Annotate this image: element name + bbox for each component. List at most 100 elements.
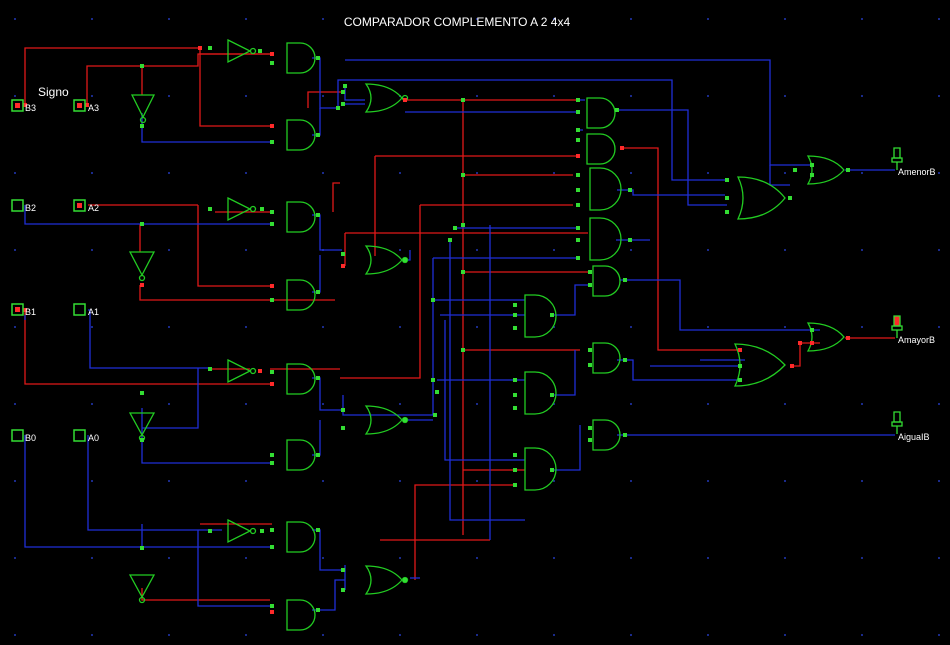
pin-marker <box>343 84 347 88</box>
grid-dot <box>553 557 555 559</box>
pin-marker <box>576 226 580 230</box>
input-label-a3: A3 <box>88 103 99 113</box>
nor-gate-icon <box>364 83 409 113</box>
nor-gate-icon <box>364 245 409 275</box>
grid-dot <box>91 403 93 405</box>
pin-marker <box>725 196 729 200</box>
pin-marker <box>270 140 274 144</box>
grid-dot <box>14 249 16 251</box>
input-switch-a0[interactable]: A0 <box>73 429 99 443</box>
grid-dot <box>861 249 863 251</box>
input-switch-a2[interactable]: A2 <box>73 199 99 213</box>
switch-icon <box>11 199 24 212</box>
grid-dots <box>14 18 940 636</box>
pin-marker <box>513 468 517 472</box>
pin-marker <box>513 313 517 317</box>
grid-dot <box>14 634 16 636</box>
grid-dot <box>938 557 940 559</box>
grid-dot <box>245 557 247 559</box>
input-switch-b0[interactable]: B0 <box>11 429 36 443</box>
grid-dot <box>630 480 632 482</box>
pin-marker <box>738 348 742 352</box>
input-switch-b2[interactable]: B2 <box>11 199 36 213</box>
nor-gate-icon <box>364 405 409 435</box>
or-gate-icon <box>736 176 786 220</box>
grid-dot <box>861 480 863 482</box>
grid-dot <box>322 634 324 636</box>
grid-dot <box>938 403 940 405</box>
pin-marker <box>433 413 437 417</box>
grid-dot <box>630 249 632 251</box>
pin-marker <box>316 56 320 60</box>
and-gate-icon <box>586 133 616 165</box>
and-gate-icon <box>286 279 316 311</box>
and-gate-icon <box>286 599 316 631</box>
pin-marker <box>341 426 345 430</box>
and-gate-icon <box>286 119 316 151</box>
pin-marker <box>620 146 624 150</box>
grid-dot <box>630 557 632 559</box>
pin-marker <box>341 264 345 268</box>
grid-dot <box>91 634 93 636</box>
grid-dot <box>861 634 863 636</box>
switch-icon <box>73 99 86 112</box>
grid-dot <box>707 95 709 97</box>
gates <box>128 38 845 631</box>
grid-dot <box>245 480 247 482</box>
pin-marker <box>260 529 264 533</box>
grid-dot <box>630 172 632 174</box>
grid-dot <box>245 95 247 97</box>
grid-dot <box>322 403 324 405</box>
grid-dot <box>14 403 16 405</box>
grid-dot <box>784 557 786 559</box>
pin-marker <box>140 222 144 226</box>
pin-marker <box>258 369 262 373</box>
pin-marker <box>431 298 435 302</box>
input-switch-b3[interactable]: B3 <box>11 99 36 113</box>
grid-dot <box>245 18 247 20</box>
grid-dot <box>784 249 786 251</box>
and-gate-icon <box>592 265 621 297</box>
grid-dot <box>630 403 632 405</box>
grid-dot <box>322 18 324 20</box>
grid-dot <box>784 172 786 174</box>
switch-icon <box>11 303 24 316</box>
pin-marker <box>341 408 345 412</box>
pin-marker <box>513 303 517 307</box>
pin-marker <box>588 283 592 287</box>
grid-dot <box>168 249 170 251</box>
pin-marker <box>270 124 274 128</box>
grid-dot <box>553 18 555 20</box>
grid-dot <box>707 634 709 636</box>
input-switch-a1[interactable]: A1 <box>73 303 99 317</box>
or-gate-icon <box>806 155 845 185</box>
switch-icon <box>11 429 24 442</box>
grid-dot <box>938 249 940 251</box>
grid-dot <box>168 95 170 97</box>
grid-dot <box>476 95 478 97</box>
and-gate-icon <box>524 447 557 491</box>
input-switch-b1[interactable]: B1 <box>11 303 36 317</box>
grid-dot <box>168 634 170 636</box>
pin-marker <box>461 173 465 177</box>
pin-marker <box>725 210 729 214</box>
pin-marker <box>140 64 144 68</box>
pin-marker <box>550 468 554 472</box>
grid-dot <box>91 95 93 97</box>
grid-dot <box>91 172 93 174</box>
grid-dot <box>784 480 786 482</box>
grid-dot <box>938 326 940 328</box>
pin-marker <box>576 188 580 192</box>
output-label-aiguaib: AiguaIB <box>898 432 930 442</box>
pin-marker <box>208 529 212 533</box>
pin-marker <box>513 406 517 410</box>
pin-marker <box>738 364 742 368</box>
input-label-b1: B1 <box>25 307 36 317</box>
pin-marker <box>738 378 742 382</box>
pin-marker <box>336 106 340 110</box>
grid-dot <box>476 634 478 636</box>
pin-marker <box>725 178 729 182</box>
and-gate-icon <box>286 521 316 553</box>
input-switch-a3[interactable]: A3 <box>73 99 99 113</box>
